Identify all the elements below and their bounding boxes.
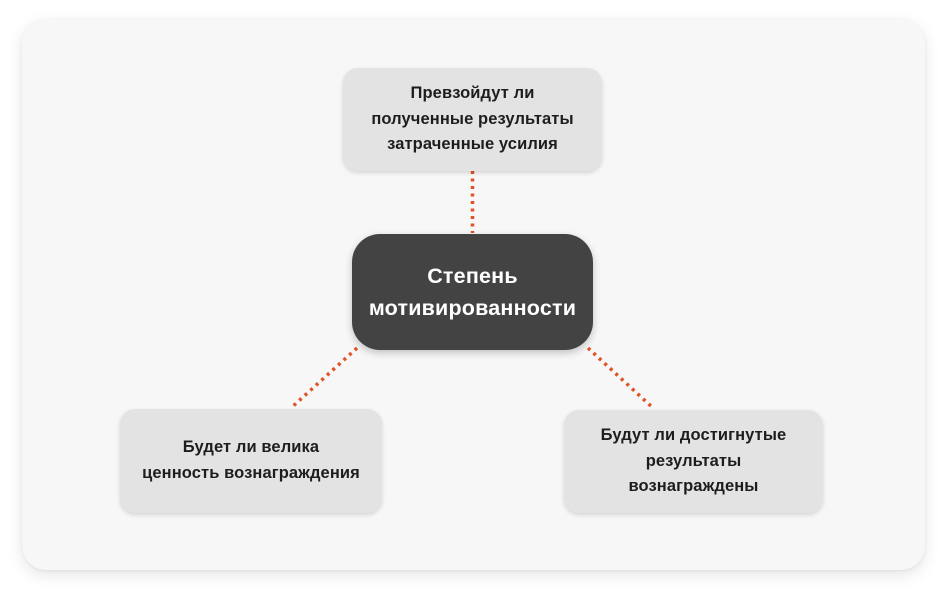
node-results-rewarded: Будут ли достигнутые результаты вознагра… — [564, 410, 823, 513]
node-results-exceed-efforts: Превзойдут ли полученные результаты затр… — [343, 68, 602, 171]
node-degree-of-motivation: Степень мотивированности — [352, 234, 593, 350]
node-reward-value: Будет ли велика ценность вознаграждения — [120, 409, 382, 513]
